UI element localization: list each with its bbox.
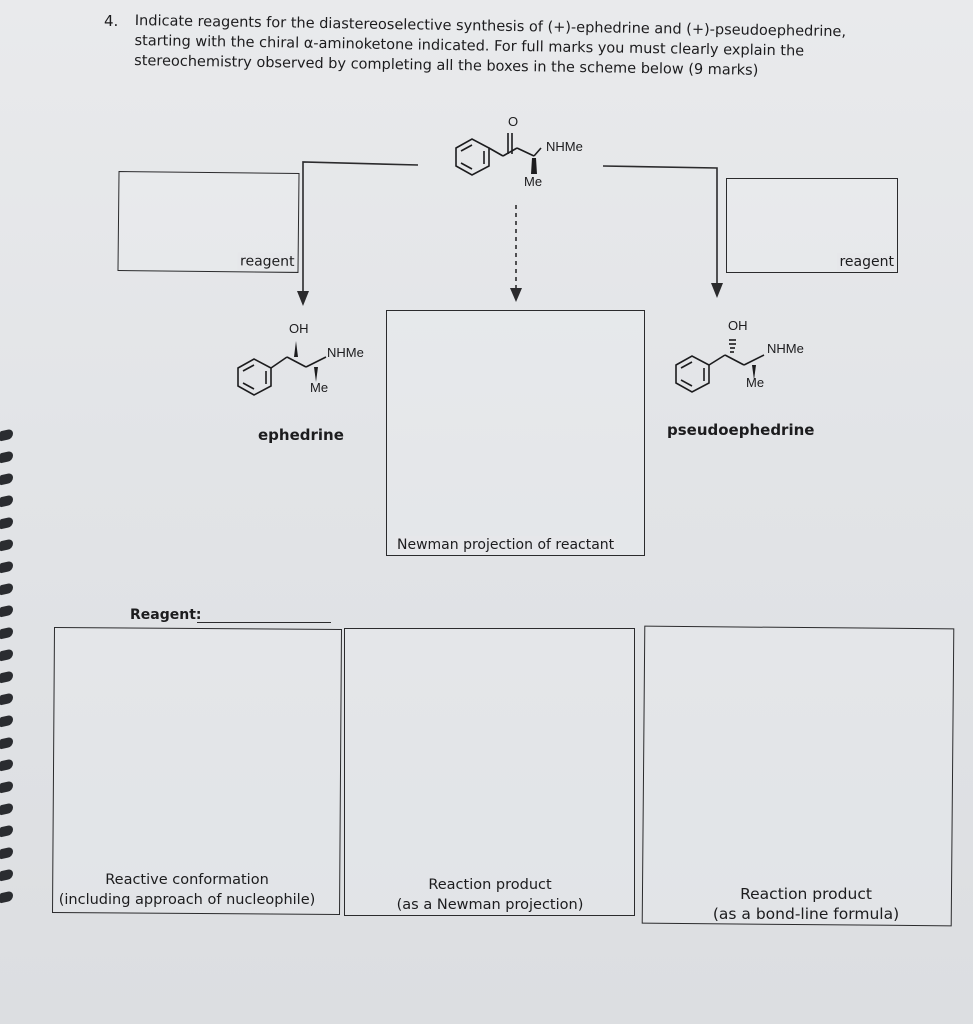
pseudoephedrine-name: pseudoephedrine <box>667 421 815 439</box>
right-reagent-box[interactable]: reagent <box>726 178 898 273</box>
question-number: 4. <box>104 12 119 30</box>
newman-reactant-box[interactable]: Newman projection of reactant <box>386 310 645 556</box>
ephedrine-name: ephedrine <box>258 426 344 444</box>
newman-reactant-label: Newman projection of reactant <box>395 536 617 554</box>
ephedrine-nhme-label: NHMe <box>327 345 364 360</box>
reactive-conformation-caption: Reactive conformation (including approac… <box>42 870 332 910</box>
ephedrine-me-label: Me <box>310 380 329 395</box>
product-bondline-box[interactable] <box>641 625 955 927</box>
ephedrine-structure <box>237 341 327 396</box>
ketone-methyl-label: Me <box>524 174 543 189</box>
reagent-prompt: Reagent: <box>130 607 202 623</box>
aminoketone-structure <box>455 133 542 176</box>
ketone-nhme-label: NHMe <box>546 139 583 154</box>
left-reagent-label: reagent <box>237 252 297 271</box>
left-reagent-box[interactable]: reagent <box>117 171 300 273</box>
right-reagent-label: reagent <box>837 253 896 271</box>
product-newman-caption-line2: (as a Newman projection) <box>396 897 584 913</box>
reactive-conformation-caption-line2: (including approach of nucleophile) <box>58 892 316 908</box>
ephedrine-oh-label: OH <box>289 321 309 336</box>
product-bondline-caption: Reaction product (as a bond-line formula… <box>676 884 936 924</box>
pseudoephedrine-nhme-label: NHMe <box>767 341 804 356</box>
reagent-answer-line[interactable] <box>197 622 331 623</box>
pseudoephedrine-structure <box>675 339 765 393</box>
product-bondline-caption-line2: (as a bond-line formula) <box>712 905 900 923</box>
product-newman-box[interactable] <box>344 628 635 916</box>
pseudoephedrine-oh-label: OH <box>728 318 748 333</box>
product-newman-caption-line1: Reaction product <box>428 877 552 893</box>
pseudoephedrine-me-label: Me <box>746 375 765 390</box>
product-bondline-caption-line1: Reaction product <box>740 885 872 903</box>
product-newman-caption: Reaction product (as a Newman projection… <box>352 875 628 915</box>
ketone-oxygen-label: O <box>508 114 519 129</box>
reactive-conformation-caption-line1: Reactive conformation <box>105 872 269 888</box>
